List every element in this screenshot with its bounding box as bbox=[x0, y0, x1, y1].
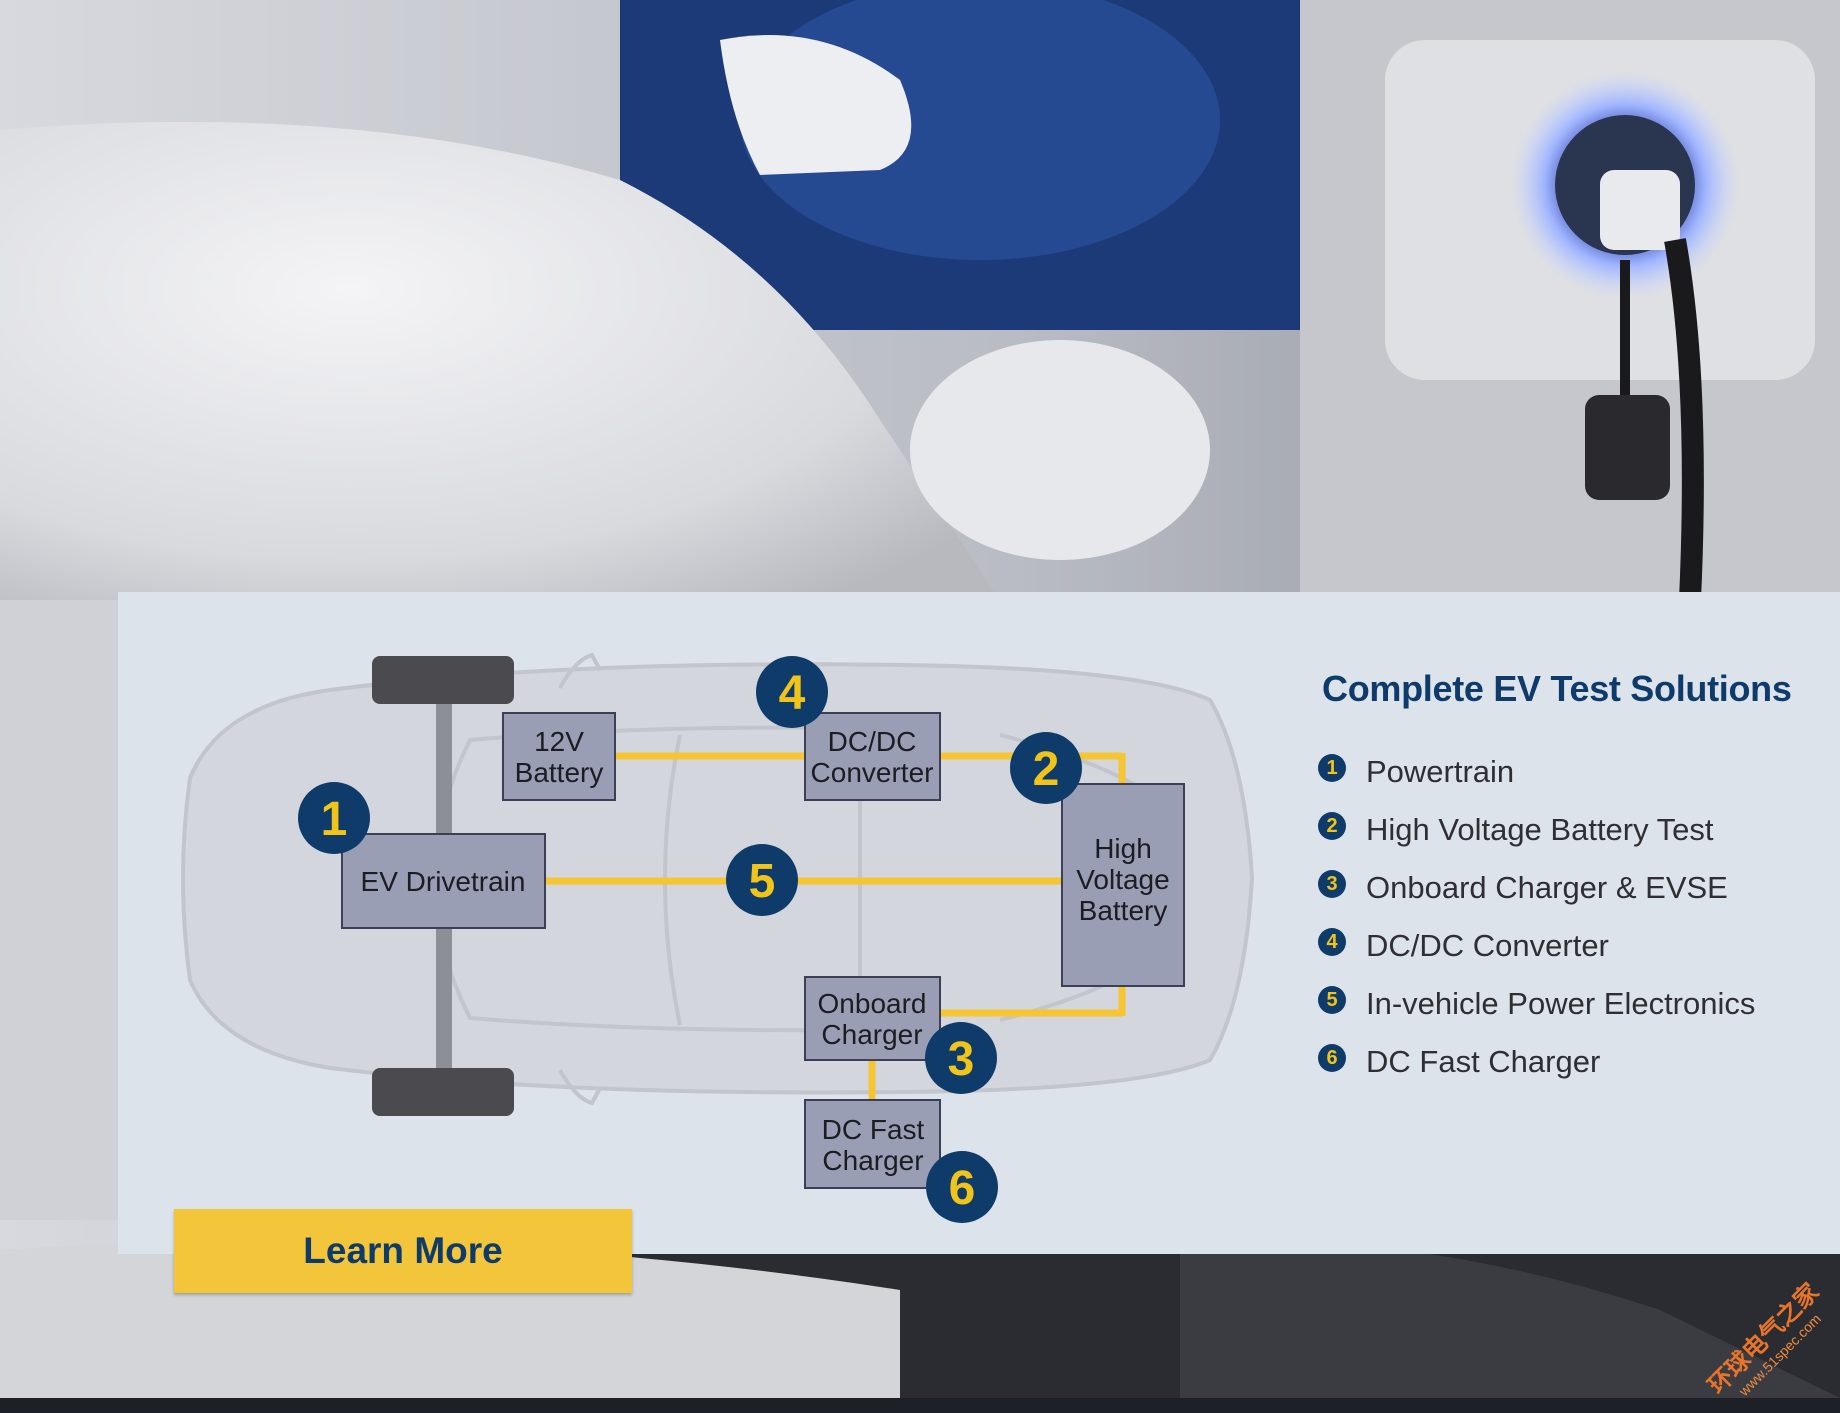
panel-title: Complete EV Test Solutions bbox=[1322, 668, 1792, 709]
svg-text:3: 3 bbox=[948, 1033, 975, 1086]
battery-12v-box bbox=[502, 712, 616, 801]
svg-text:4: 4 bbox=[779, 667, 806, 720]
marker-4: 4 bbox=[756, 656, 828, 728]
legend-number-badge: 2 bbox=[1318, 812, 1346, 840]
svg-text:2: 2 bbox=[1033, 743, 1060, 796]
legend-item: 6 DC Fast Charger bbox=[1318, 1033, 1755, 1091]
legend-item: 1 Powertrain bbox=[1318, 743, 1755, 801]
marker-5: 5 bbox=[726, 844, 798, 916]
marker-6: 6 bbox=[926, 1151, 998, 1223]
legend-item: 2 High Voltage Battery Test bbox=[1318, 801, 1755, 859]
legend-label: DC/DC Converter bbox=[1366, 928, 1609, 963]
legend-item: 3 Onboard Charger & EVSE bbox=[1318, 859, 1755, 917]
ev-drivetrain-label: EV Drivetrain bbox=[361, 866, 526, 897]
component-boxes bbox=[341, 712, 1185, 1189]
legend-number-badge: 5 bbox=[1318, 986, 1346, 1014]
dc-fast-charger-box bbox=[804, 1099, 941, 1189]
svg-text:5: 5 bbox=[749, 855, 776, 908]
legend-item: 5 In-vehicle Power Electronics bbox=[1318, 975, 1755, 1033]
legend-label: Powertrain bbox=[1366, 754, 1515, 789]
dcdc-converter-box bbox=[804, 712, 941, 801]
legend-number-badge: 3 bbox=[1318, 870, 1346, 898]
ev-drivetrain-box bbox=[341, 833, 546, 929]
marker-2: 2 bbox=[1010, 732, 1082, 804]
marker-3: 3 bbox=[925, 1022, 997, 1094]
legend-label: High Voltage Battery Test bbox=[1366, 812, 1714, 847]
marker-1: 1 bbox=[298, 782, 370, 854]
legend-number-badge: 1 bbox=[1318, 754, 1346, 782]
svg-text:1: 1 bbox=[321, 793, 348, 846]
legend-label: DC Fast Charger bbox=[1366, 1044, 1601, 1079]
hv-battery-box bbox=[1061, 783, 1185, 987]
diagram-markers: 1 2 3 4 5 6 bbox=[298, 656, 1082, 1223]
learn-more-button[interactable]: Learn More bbox=[174, 1209, 632, 1293]
legend-number-badge: 6 bbox=[1318, 1044, 1346, 1072]
legend-number-badge: 4 bbox=[1318, 928, 1346, 956]
legend-item: 4 DC/DC Converter bbox=[1318, 917, 1755, 975]
legend-label: In-vehicle Power Electronics bbox=[1366, 986, 1756, 1021]
svg-text:6: 6 bbox=[949, 1162, 976, 1215]
legend-label: Onboard Charger & EVSE bbox=[1366, 870, 1728, 905]
onboard-charger-box bbox=[804, 976, 941, 1061]
legend-list: 1 Powertrain 2 High Voltage Battery Test 3… bbox=[1318, 743, 1755, 1091]
